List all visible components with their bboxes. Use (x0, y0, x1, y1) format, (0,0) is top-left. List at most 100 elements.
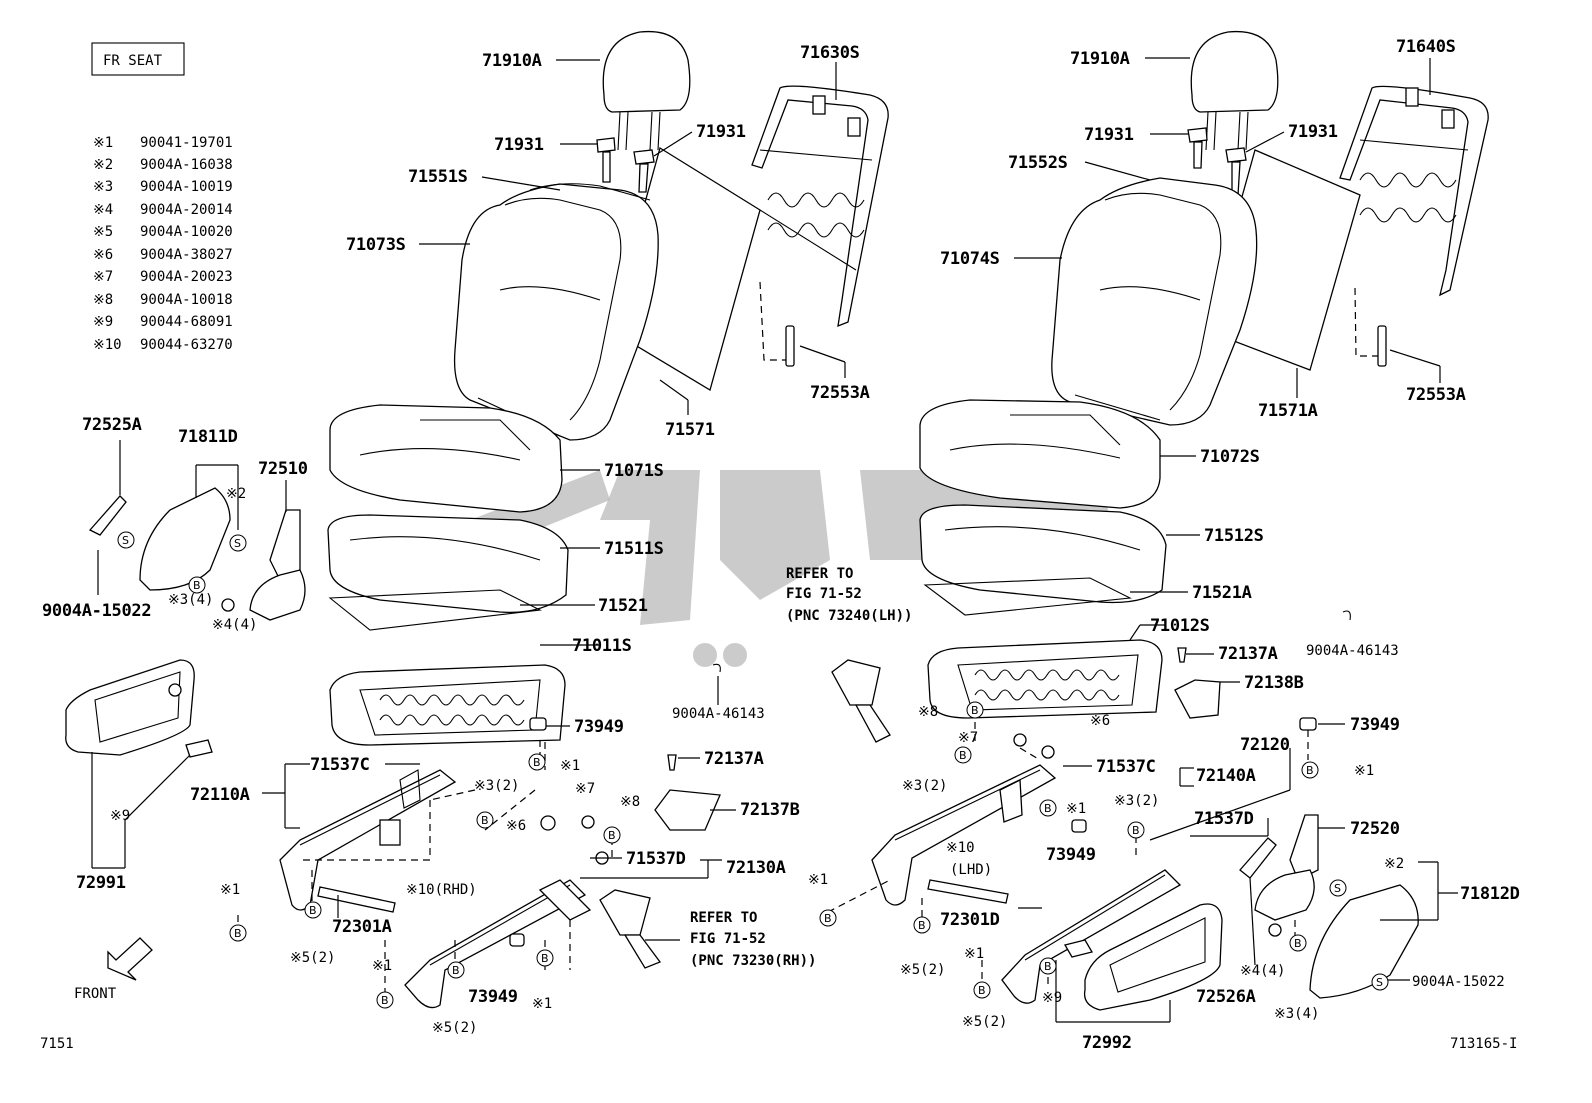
part-label: 72553A (810, 383, 870, 403)
part-label: 73949 (1350, 715, 1400, 735)
seat-track-outer-right (871, 764, 1057, 906)
note: ※3(2) (1114, 793, 1159, 809)
bolt-markers: B S S B B B B B B B B B B B B B B B B B … (117, 531, 1389, 1009)
seatback-cover-right (1051, 177, 1258, 426)
part-label: 72525A (82, 415, 142, 435)
part-label: 71012S (1150, 616, 1210, 636)
note: ※6 (506, 818, 526, 834)
part-label: 71537C (1096, 757, 1156, 777)
marker-bolt: B (541, 952, 549, 965)
legend-part: 90044-68091 (140, 314, 233, 330)
part-label: 72510 (258, 459, 308, 479)
pin-right (1377, 325, 1387, 367)
marker-screw: S (122, 534, 129, 547)
marker-bolt: B (1306, 764, 1314, 777)
part-label: 72120 (1240, 735, 1290, 755)
reference-line: (PNC 73240(LH)) (786, 608, 912, 624)
marker-screw: S (1334, 882, 1341, 895)
note: ※7 (958, 730, 978, 746)
note: ※2 (226, 486, 246, 502)
marker-bolt: B (978, 984, 986, 997)
cap-73949-right-lower (1071, 819, 1087, 833)
legend-part: 9004A-20023 (140, 269, 233, 285)
front-label: FRONT (74, 986, 117, 1002)
reference-line: REFER TO (690, 910, 757, 926)
marker-bolt: B (608, 829, 616, 842)
note: ※6 (1090, 713, 1110, 729)
part-label: 9004A-46143 (672, 706, 765, 722)
legend-part: 9004A-10019 (140, 179, 233, 195)
note: ※1 (532, 996, 552, 1012)
part-label: 72992 (1082, 1033, 1132, 1053)
bolt-72137A-right (1177, 647, 1187, 663)
cushion-sheet-left (328, 589, 542, 631)
note: ※1 (220, 882, 240, 898)
note: ※5(2) (900, 962, 945, 978)
part-label: 71011S (572, 636, 632, 656)
marker-bolt: B (533, 756, 541, 769)
clip-9004A-46143-right (1342, 610, 1351, 621)
seatback-frame-right (1339, 85, 1489, 297)
marker-bolt: B (193, 579, 201, 592)
note: (LHD) (950, 862, 992, 878)
legend-part: 9004A-16038 (140, 157, 233, 173)
part-label: 71521 (598, 596, 648, 616)
note: ※9 (110, 808, 130, 824)
reference-lh: REFER TO FIG 71-52 (PNC 73240(LH)) (786, 566, 912, 624)
part-label: 9004A-46143 (1306, 643, 1399, 659)
part-label: 72137A (1218, 644, 1278, 664)
part-label: 72553A (1406, 385, 1466, 405)
part-label: 71071S (604, 461, 664, 481)
note: ※8 (620, 794, 640, 810)
recliner-left (221, 509, 306, 621)
part-label: 72301A (332, 917, 392, 937)
nut (1041, 745, 1055, 759)
marker-bolt: B (452, 964, 460, 977)
note: ※1 (560, 758, 580, 774)
part-label: 71931 (1084, 125, 1134, 145)
cap-73949-upper (529, 717, 547, 731)
recliner-right (1254, 814, 1319, 937)
note: ※1 (964, 946, 984, 962)
note: ※2 (1384, 856, 1404, 872)
note: ※1 (372, 958, 392, 974)
part-label: 72140A (1196, 766, 1256, 786)
leader-lines (91, 57, 1458, 1023)
marker-bolt: B (481, 814, 489, 827)
note: ※3(2) (902, 778, 947, 794)
marker-bolt: B (824, 912, 832, 925)
legend: ※1 90041-19701 ※2 9004A-16038 ※3 9004A-1… (93, 135, 233, 353)
seat-cushion-right (919, 399, 1161, 509)
marker-bolt: B (381, 994, 389, 1007)
legend-part: 9004A-20014 (140, 202, 233, 218)
marker-bolt: B (971, 704, 979, 717)
part-label: 71571A (1258, 401, 1318, 421)
part-label: 71910A (482, 51, 542, 71)
legend-mark: ※10 (93, 337, 122, 353)
part-label: 71521A (1192, 583, 1252, 603)
legend-mark: ※6 (93, 247, 113, 263)
note: ※5(2) (290, 950, 335, 966)
part-label: 72130A (726, 858, 786, 878)
part-label: 73949 (468, 987, 518, 1007)
part-label: 72991 (76, 873, 126, 893)
part-label: 72137A (704, 749, 764, 769)
part-label: 72138B (1244, 673, 1304, 693)
part-label: 71537D (626, 849, 686, 869)
notes: ※2 ※3(4) ※4(4) ※9 ※3(2) ※1 ※7 ※8 ※6 ※10(… (110, 486, 1404, 1036)
seat-track-inner-left (404, 879, 592, 1009)
cushion-pad-left (327, 514, 569, 614)
note: ※5(2) (432, 1020, 477, 1036)
cap-73949-lower (509, 933, 525, 947)
note: ※5(2) (962, 1014, 1007, 1030)
part-label: 71073S (346, 235, 406, 255)
part-label: 72137B (740, 800, 800, 820)
marker-bolt: B (1132, 824, 1140, 837)
headrest-right (1190, 30, 1279, 151)
headrest-guide (1187, 127, 1208, 169)
seat-track-inner-right (1001, 869, 1182, 1004)
legend-mark: ※7 (93, 269, 113, 285)
part-label: 71074S (940, 249, 1000, 269)
legend-part: 90044-63270 (140, 337, 233, 353)
recliner-cover-right (1309, 884, 1419, 999)
